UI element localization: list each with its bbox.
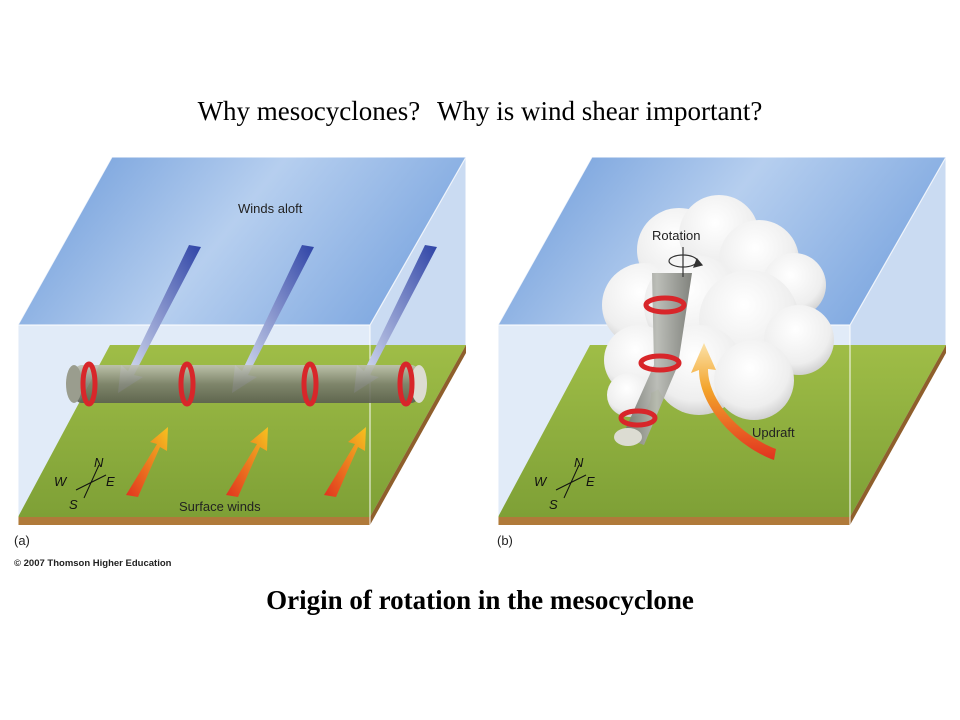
box-back (18, 157, 466, 325)
compass-a: N S E W (54, 455, 115, 512)
panel-b-letter: (b) (497, 533, 513, 548)
compass-b-w: W (534, 474, 548, 489)
panel-b-diagram: N S E W Rotation Updraft (496, 156, 948, 525)
panel-a-letter: (a) (14, 533, 30, 548)
question-line: Why mesocyclones? Why is wind shear impo… (0, 96, 960, 127)
compass-b: N S E W (534, 455, 595, 512)
surface-arrow-1 (126, 427, 168, 497)
vertical-rings (618, 295, 687, 428)
ring-3 (301, 361, 319, 407)
surface-arrow-2 (226, 427, 268, 497)
question-mesocyclones: Why mesocyclones? (197, 96, 421, 126)
surface-arrow-3 (324, 427, 366, 497)
ground-edge-b (498, 517, 850, 525)
surface-winds-label: Surface winds (179, 499, 261, 514)
ring-4 (397, 361, 415, 407)
copyright-notice: © 2007 Thomson Higher Education (14, 558, 172, 569)
winds-aloft-arrows (118, 245, 437, 393)
aloft-arrow-2 (232, 245, 314, 393)
compass-a-n: N (94, 455, 104, 470)
rotation-label: Rotation (652, 228, 700, 243)
question-wind-shear: Why is wind shear important? (436, 96, 763, 126)
aloft-arrow-1 (118, 245, 201, 393)
winds-aloft-label: Winds aloft (238, 201, 303, 216)
panel-a-diagram: N S E W Winds aloft Surface winds (16, 156, 468, 525)
compass-b-e: E (586, 474, 595, 489)
compass-a-s: S (69, 497, 78, 512)
updraft-arrow (691, 343, 776, 460)
ground-edge-right (370, 345, 466, 525)
ring-bottom (618, 408, 658, 428)
compass-a-e: E (106, 474, 115, 489)
ring-1 (80, 361, 98, 407)
compass-a-w: W (54, 474, 68, 489)
aloft-arrow-3 (354, 245, 437, 393)
horizontal-vortex-tube (66, 365, 427, 403)
rotating-column (614, 273, 692, 446)
ring-top (643, 295, 687, 315)
surface-wind-arrows (126, 427, 366, 497)
ring-2 (178, 361, 196, 407)
updraft-label: Updraft (752, 425, 795, 440)
compass-b-n: N (574, 455, 584, 470)
ground-edge (18, 517, 370, 525)
figure-caption: Origin of rotation in the mesocyclone (266, 585, 694, 615)
ground-edge-right-b (850, 345, 946, 525)
compass-b-s: S (549, 497, 558, 512)
vortex-rings (80, 361, 415, 407)
rotation-icon (668, 247, 704, 277)
ring-mid (638, 353, 682, 373)
